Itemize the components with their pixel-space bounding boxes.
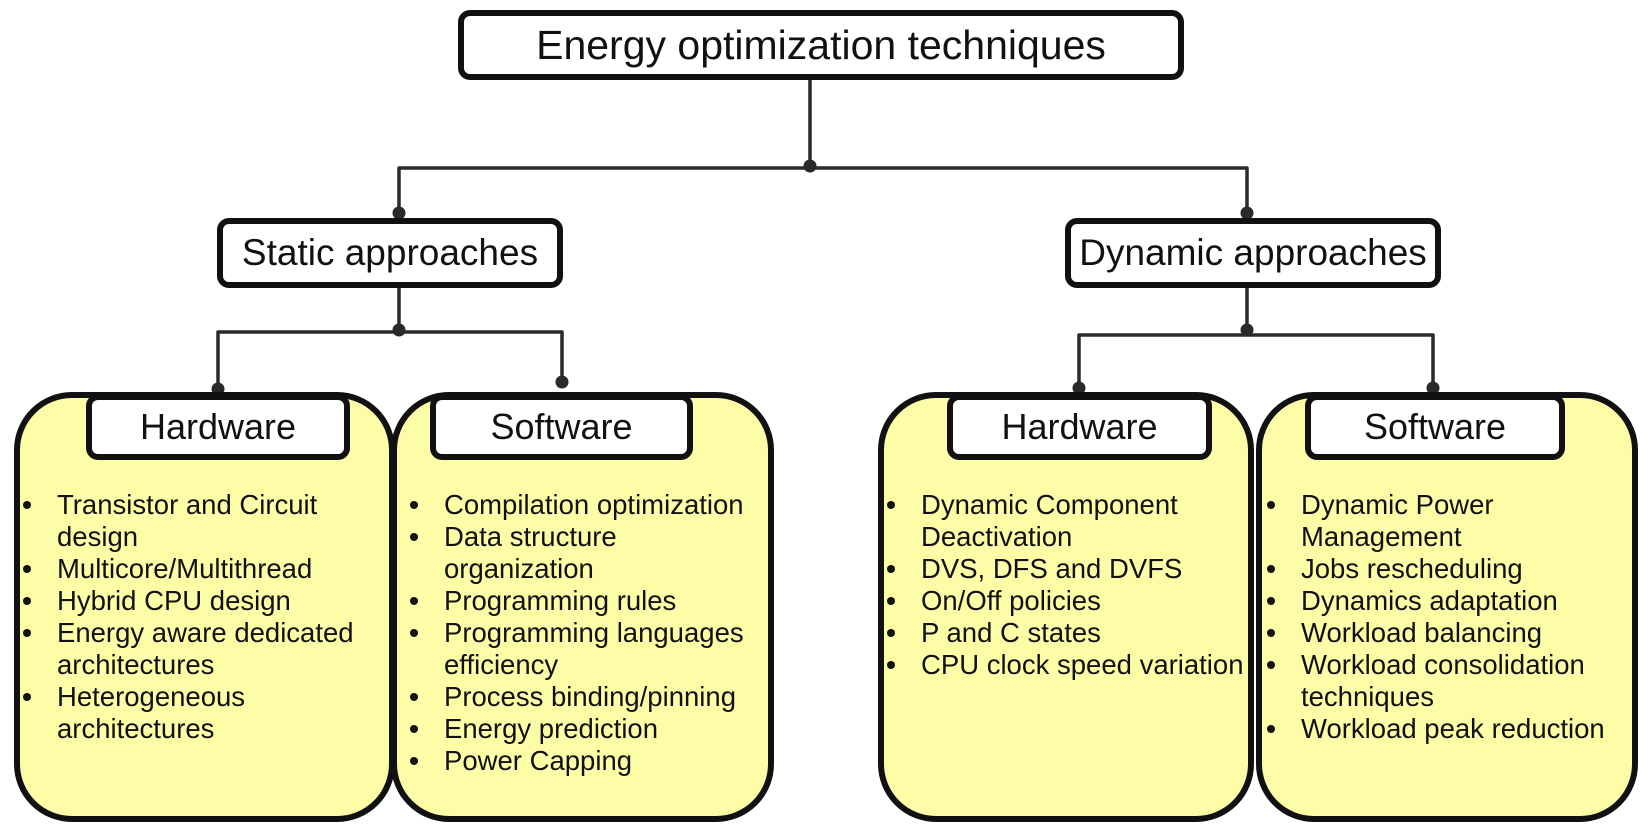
dynamic-approaches-node: Dynamic approaches <box>1065 218 1441 288</box>
dynamic-approaches-label: Dynamic approaches <box>1079 232 1427 273</box>
static-approaches-node: Static approaches <box>217 218 563 288</box>
list-item: Energy aware dedicated architectures <box>23 617 398 681</box>
dynamic-hardware-title-text: Hardware <box>1001 406 1158 447</box>
connector-dot <box>555 375 569 389</box>
list-item: Workload peak reduction <box>1267 713 1639 745</box>
list-item: On/Off policies <box>887 585 1247 617</box>
static-software-title: Software <box>430 394 693 460</box>
connector-dot <box>1240 323 1254 337</box>
connector-dot <box>1240 206 1254 220</box>
list-item: Data structure organization <box>410 521 772 585</box>
list-item: Process binding/pinning <box>410 681 772 713</box>
main-branch-connector <box>397 166 1249 215</box>
list-item: P and C states <box>887 617 1247 649</box>
list-item: Compilation optimization <box>410 489 772 521</box>
static-hardware-title: Hardware <box>86 394 350 460</box>
dynamic-software-title-text: Software <box>1363 406 1507 447</box>
dynamic-software-list: Dynamic Power Management Jobs rescheduli… <box>1267 489 1639 745</box>
dynamic-software-panel <box>1256 392 1638 822</box>
static-software-panel <box>391 392 774 822</box>
list-item: Dynamic Power Management <box>1267 489 1639 553</box>
static-hardware-list: Transistor and Circuit design Multicore/… <box>23 489 398 745</box>
connector-dot <box>392 206 406 220</box>
list-item: CPU clock speed variation <box>887 649 1247 681</box>
root-node: Energy optimization techniques <box>458 10 1184 80</box>
static-approaches-label: Static approaches <box>241 232 539 273</box>
list-item: Workload balancing <box>1267 617 1639 649</box>
connector-dot <box>392 323 406 337</box>
list-item: DVS, DFS and DVFS <box>887 553 1247 585</box>
dynamic-subbranch-connector <box>1077 333 1435 390</box>
static-software-title-text: Software <box>490 406 633 447</box>
static-subbranch-connector <box>216 330 564 391</box>
list-item: Jobs rescheduling <box>1267 553 1639 585</box>
connector-dot <box>1072 381 1086 395</box>
list-item: Multicore/Multithread <box>23 553 398 585</box>
connector-dot <box>1426 381 1440 395</box>
static-hardware-title-text: Hardware <box>139 406 297 447</box>
dynamic-hardware-title: Hardware <box>947 394 1212 460</box>
list-item: Programming languages efficiency <box>410 617 772 681</box>
list-item: Heterogeneous architectures <box>23 681 398 745</box>
list-item: Dynamic Component Deactivation <box>887 489 1247 553</box>
root-label: Energy optimization techniques <box>536 21 1106 68</box>
dynamic-hardware-list: Dynamic Component Deactivation DVS, DFS … <box>887 489 1247 681</box>
list-item: Hybrid CPU design <box>23 585 398 617</box>
dynamic-software-title: Software <box>1305 394 1565 460</box>
dynamic-hardware-panel <box>878 392 1254 822</box>
list-item: Workload consolidation techniques <box>1267 649 1639 713</box>
list-item: Programming rules <box>410 585 772 617</box>
list-item: Power Capping <box>410 745 772 777</box>
list-item: Energy prediction <box>410 713 772 745</box>
static-software-list: Compilation optimization Data structure … <box>410 489 772 777</box>
connector-dot <box>803 159 817 173</box>
list-item: Dynamics adaptation <box>1267 585 1639 617</box>
list-item: Transistor and Circuit design <box>23 489 398 553</box>
